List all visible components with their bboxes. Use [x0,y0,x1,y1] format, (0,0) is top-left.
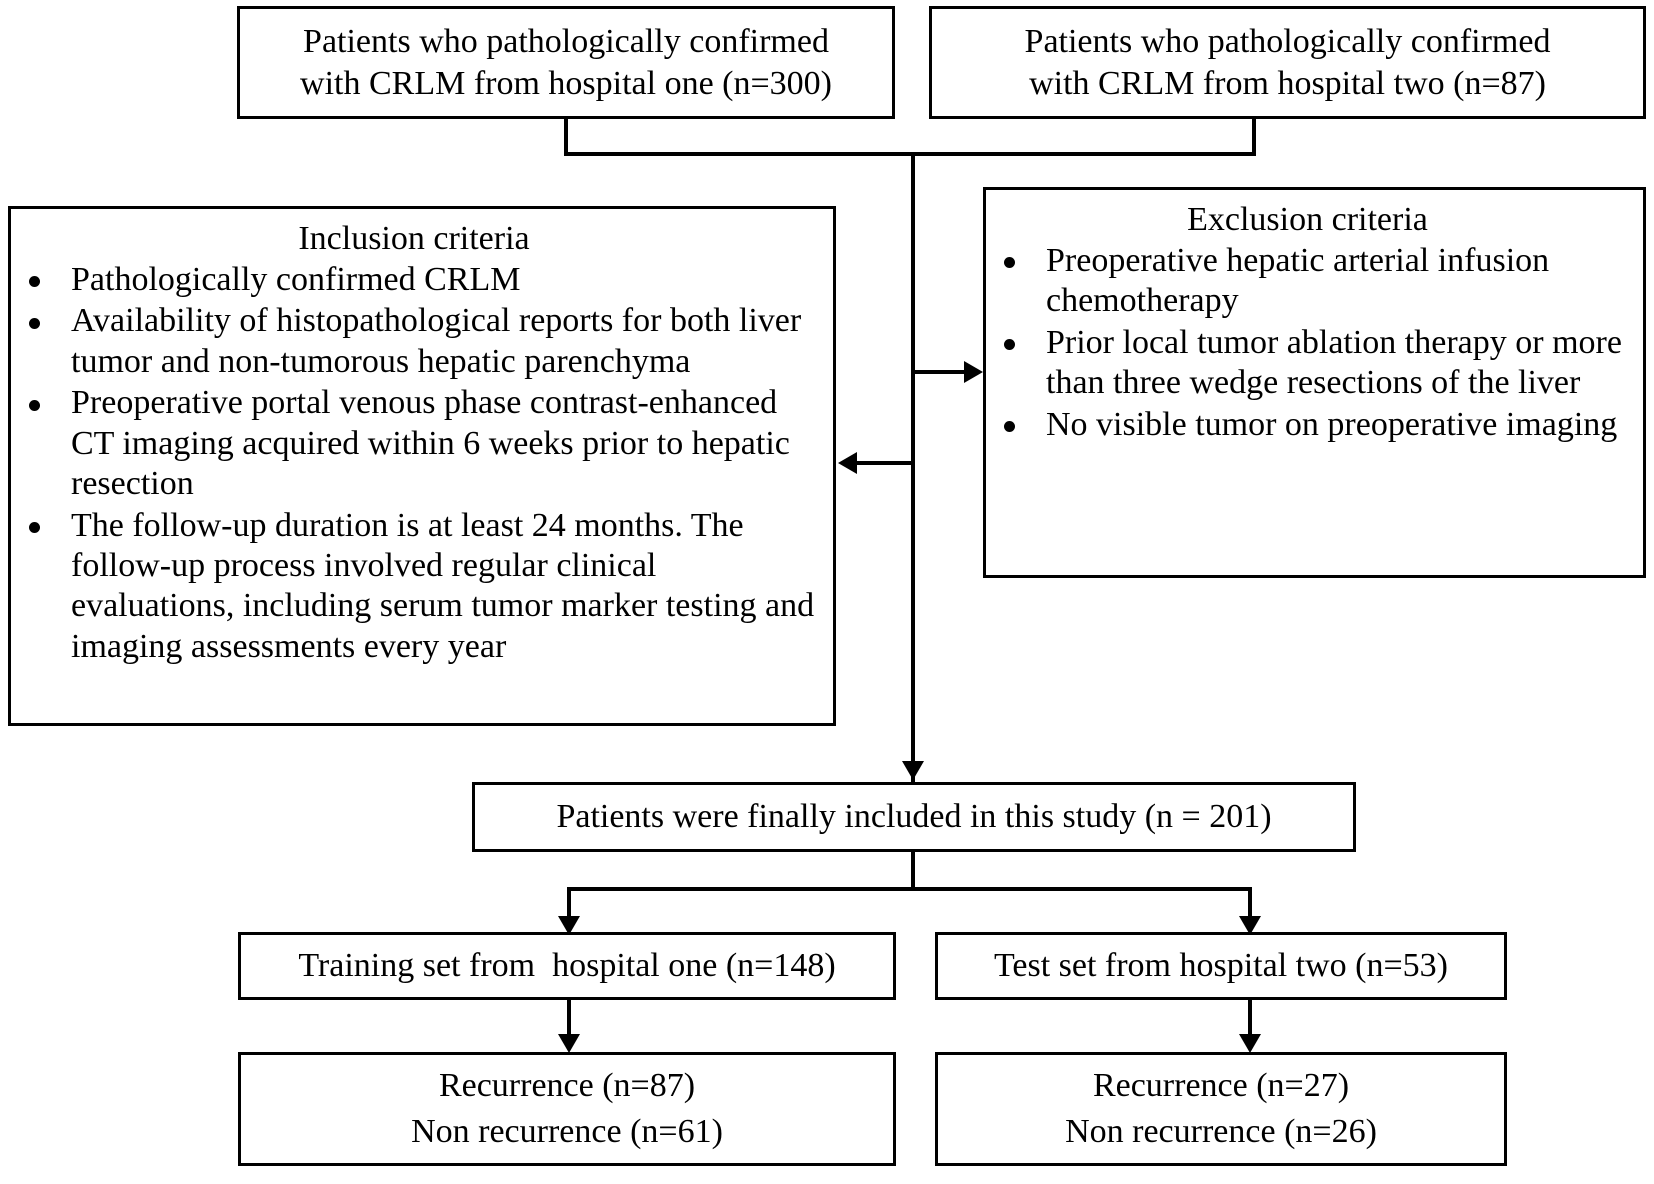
included-patients-text: Patients were finally included in this s… [556,798,1272,836]
bullet-icon [29,317,40,329]
test-outcome-box: Recurrence (n=27) Non recurrence (n=26) [935,1052,1507,1166]
arrow-right-to-exclusion [964,361,983,383]
exclusion-criteria-box: Exclusion criteria Preoperative hepatic … [983,187,1646,578]
bullet-icon [1004,339,1015,351]
inclusion-criteria-item: The follow-up duration is at least 24 mo… [11,506,817,668]
arrow-left-to-inclusion [838,452,857,474]
connector-to-training-set [567,887,571,924]
exclusion-criteria-item: No visible tumor on preoperative imaging [986,405,1629,445]
exclusion-criteria-item-text: Prior local tumor ablation therapy or mo… [1046,323,1622,402]
exclusion-criteria-item: Preoperative hepatic arterial infusion c… [986,241,1629,322]
arrow-down-to-training-set [558,916,580,935]
inclusion-criteria-item-text: Preoperative portal venous phase contras… [71,384,790,503]
connector-test-to-outcome [1248,1000,1252,1043]
inclusion-criteria-heading: Inclusion criteria [298,220,530,257]
source-box-hospital-two: Patients who pathologically confirmed wi… [929,6,1646,119]
arrow-down-to-training-outcome [558,1034,580,1053]
bullet-icon [29,276,40,288]
test-outcome-recurrence: Recurrence (n=27) [1092,1067,1350,1105]
connector-trunk-to-exclusion [913,370,969,374]
inclusion-criteria-list: Pathologically confirmed CRLM Availabili… [11,260,817,668]
exclusion-criteria-item-text: Preoperative hepatic arterial infusion c… [1046,241,1550,320]
training-set-box: Training set from hospital one (n=148) [238,932,896,1000]
arrow-down-to-test-set [1239,916,1261,935]
inclusion-criteria-item: Preoperative portal venous phase contras… [11,383,817,504]
exclusion-criteria-list: Preoperative hepatic arterial infusion c… [986,241,1629,445]
connector-trunk-to-inclusion [855,461,913,465]
source-box-hospital-one-text: Patients who pathologically confirmed wi… [300,23,832,102]
source-box-hospital-two-text: Patients who pathologically confirmed wi… [1024,23,1551,102]
exclusion-criteria-item-text: No visible tumor on preoperative imaging [1046,405,1618,443]
inclusion-criteria-item: Pathologically confirmed CRLM [11,260,817,300]
connector-hospital-two-down [1252,119,1256,156]
arrow-down-to-included [902,761,924,780]
bullet-icon [1004,257,1015,269]
training-set-text: Training set from hospital one (n=148) [298,947,836,985]
bullet-icon [1004,421,1015,433]
inclusion-criteria-item: Availability of histopathological report… [11,301,817,382]
connector-to-test-set [1248,887,1252,924]
bullet-icon [29,522,40,534]
exclusion-criteria-item: Prior local tumor ablation therapy or mo… [986,323,1629,404]
connector-training-to-outcome [567,1000,571,1043]
inclusion-criteria-box: Inclusion criteria Pathologically confir… [8,206,836,726]
test-set-box: Test set from hospital two (n=53) [935,932,1507,1000]
connector-merge-horizontal [564,152,1256,156]
connector-hospital-one-down [564,119,568,156]
training-outcome-non-recurrence: Non recurrence (n=61) [411,1113,723,1150]
connector-main-trunk [911,152,915,782]
inclusion-criteria-item-text: The follow-up duration is at least 24 mo… [71,506,815,665]
training-outcome-recurrence: Recurrence (n=87) [438,1067,696,1105]
test-outcome-non-recurrence: Non recurrence (n=26) [1065,1113,1377,1150]
exclusion-criteria-heading: Exclusion criteria [1187,201,1428,238]
connector-cohort-split-horizontal [567,887,1252,891]
bullet-icon [29,399,40,411]
training-outcome-box: Recurrence (n=87) Non recurrence (n=61) [238,1052,896,1166]
arrow-down-to-test-outcome [1239,1034,1261,1053]
connector-included-down [911,852,915,891]
included-patients-box: Patients were finally included in this s… [472,782,1356,852]
test-set-text: Test set from hospital two (n=53) [993,947,1448,985]
source-box-hospital-one: Patients who pathologically confirmed wi… [237,6,895,119]
inclusion-criteria-item-text: Availability of histopathological report… [71,302,802,380]
inclusion-criteria-item-text: Pathologically confirmed CRLM [71,260,521,298]
